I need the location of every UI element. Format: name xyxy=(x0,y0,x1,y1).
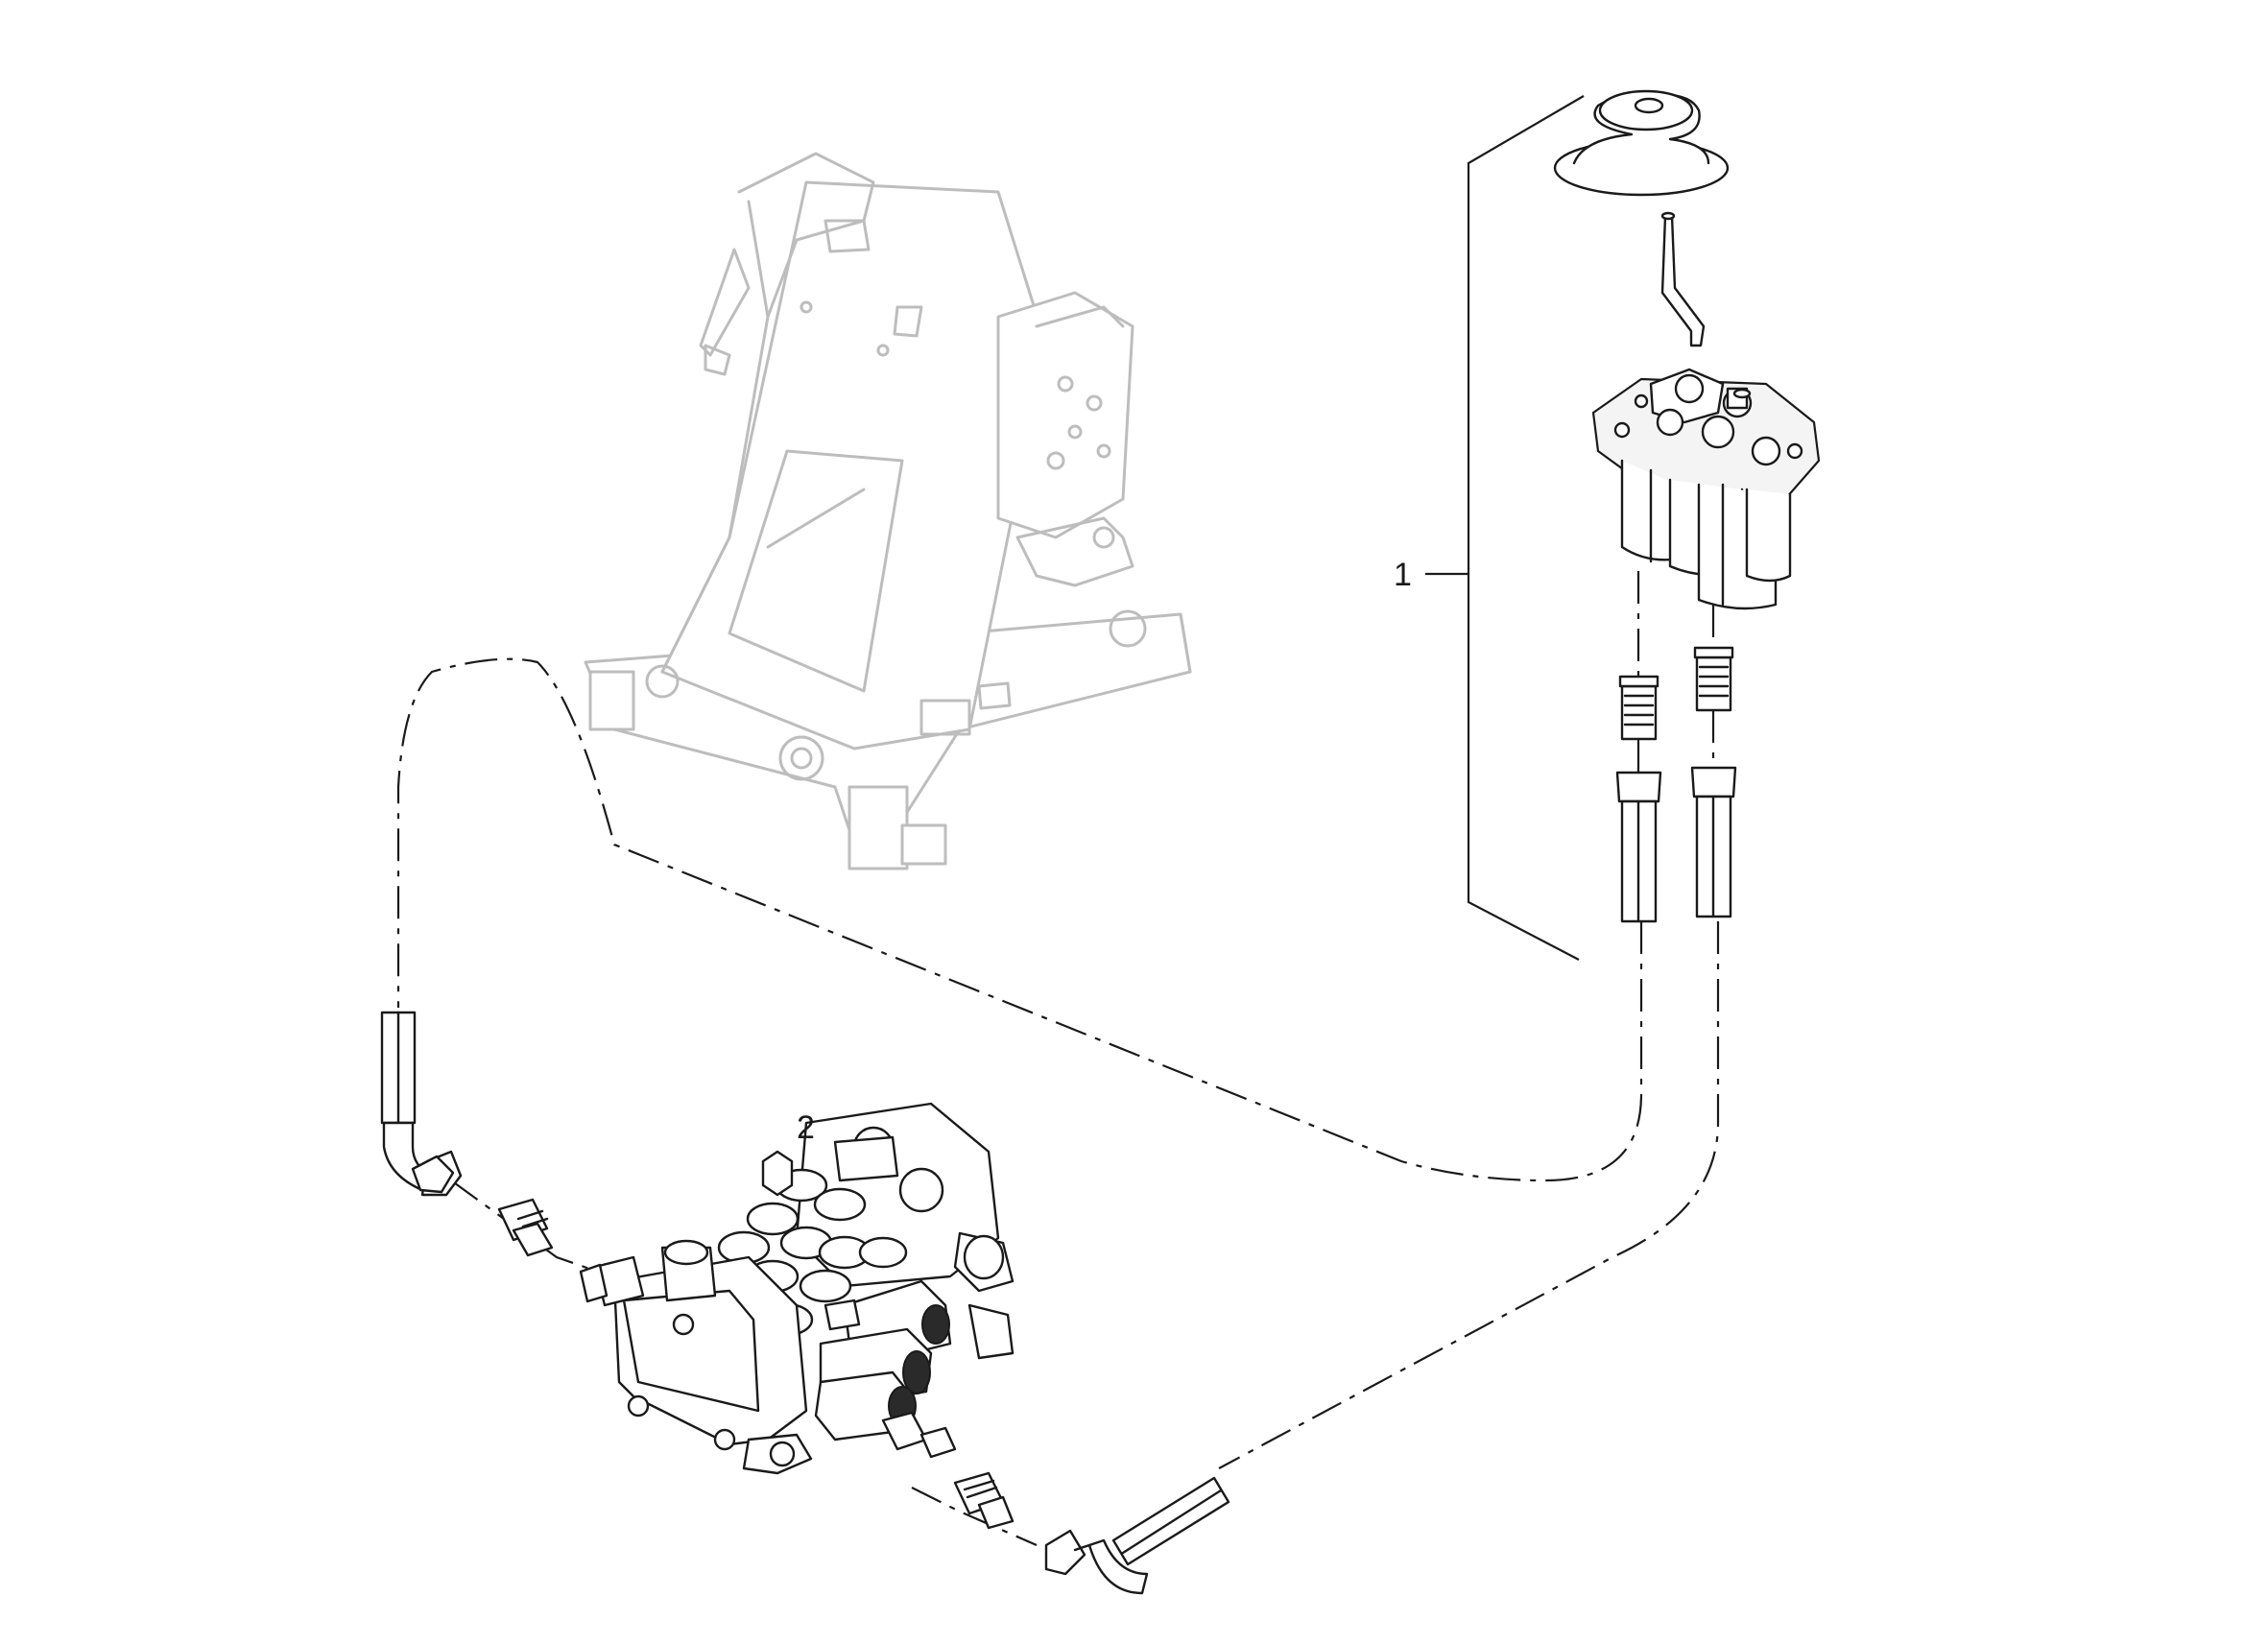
hose-line-left xyxy=(396,657,1643,1182)
adapter-fitting-right xyxy=(1693,646,1734,712)
hose-line-right xyxy=(1218,921,1720,1469)
lever-stick xyxy=(1660,211,1706,347)
loader-frame-ghost xyxy=(584,152,1192,870)
callout-1: 1 xyxy=(1394,557,1412,593)
callout-bracket-1 xyxy=(1425,95,1585,961)
adapter-fitting-valve-outlet xyxy=(953,1471,1015,1530)
adapter-fitting-valve-left xyxy=(497,1198,554,1257)
valve-spools xyxy=(814,1279,957,1459)
pilot-valve-body xyxy=(1620,459,1792,610)
callout-2: 2 xyxy=(797,1109,815,1146)
valve-top-bolt xyxy=(761,1150,794,1197)
hose-routing xyxy=(396,657,1720,1547)
hose-elbow-right xyxy=(1044,1476,1230,1595)
control-valve-assembly[interactable] xyxy=(579,1102,1015,1475)
hose-end-right xyxy=(1690,766,1737,918)
lever-base-plate xyxy=(1591,368,1821,501)
rubber-boot xyxy=(1553,89,1730,197)
hose-end-left xyxy=(1615,771,1662,923)
hose-line-valve-outlet xyxy=(911,1487,1038,1547)
control-lever-assembly[interactable] xyxy=(1553,89,1821,923)
adapter-fitting-left xyxy=(1618,675,1659,741)
hose-elbow-left xyxy=(380,1011,463,1197)
